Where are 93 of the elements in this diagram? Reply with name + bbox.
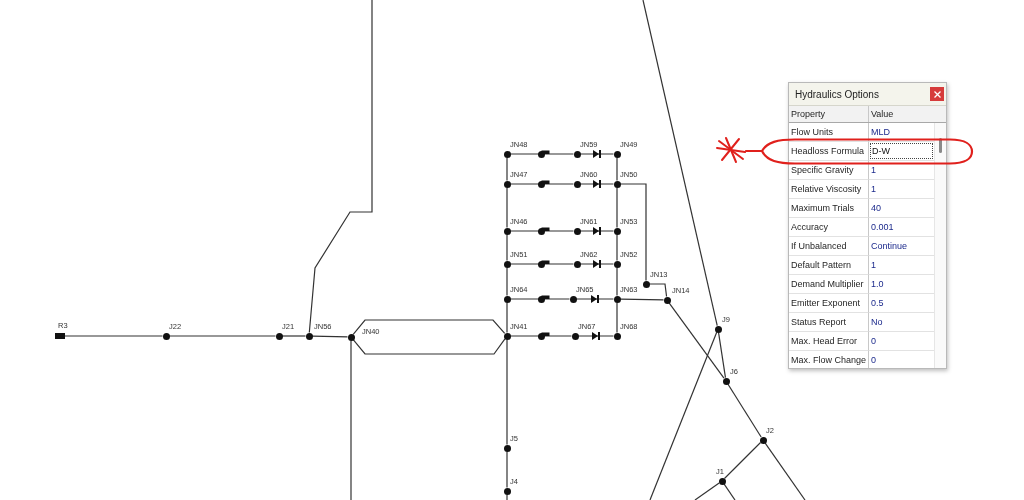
property-name: Emitter Exponent bbox=[789, 294, 869, 313]
pipe-line bbox=[668, 302, 725, 379]
junction-node bbox=[613, 150, 621, 158]
pipe-line bbox=[723, 441, 762, 480]
pipe-line bbox=[579, 153, 615, 155]
pipe-line bbox=[509, 335, 573, 337]
pipe-line bbox=[648, 283, 668, 298]
junction-node bbox=[503, 180, 511, 188]
dialog-title: Hydraulics Options bbox=[795, 88, 879, 100]
pipe-line bbox=[509, 298, 571, 300]
junction-node bbox=[613, 227, 621, 235]
junction-node bbox=[759, 436, 767, 444]
pipe-line bbox=[168, 335, 277, 337]
junction-node bbox=[275, 332, 283, 340]
pipe-line bbox=[506, 233, 508, 262]
junction-node bbox=[573, 150, 581, 158]
pipe-line bbox=[723, 483, 736, 500]
junction-node bbox=[569, 295, 577, 303]
property-name: Demand Multiplier bbox=[789, 275, 869, 294]
pipe-line bbox=[64, 335, 164, 337]
junction-node bbox=[663, 296, 671, 304]
input-field: D-W bbox=[870, 143, 933, 159]
pipe-line bbox=[616, 301, 618, 334]
pipe-line bbox=[506, 338, 508, 446]
property-name: Accuracy bbox=[789, 218, 869, 237]
pipe-line bbox=[506, 450, 508, 489]
property-name: Maximum Trials bbox=[789, 199, 869, 218]
pipe-line bbox=[311, 335, 349, 338]
junction-node bbox=[503, 332, 511, 340]
pipe-line bbox=[506, 266, 508, 297]
pipe-line bbox=[616, 266, 618, 297]
pipe-line bbox=[616, 233, 618, 262]
pipe-line bbox=[506, 493, 508, 500]
pipe-line bbox=[616, 186, 618, 229]
pipe-line bbox=[717, 331, 727, 379]
junction-node bbox=[503, 295, 511, 303]
pipe-line bbox=[575, 298, 615, 300]
pipe-line bbox=[619, 298, 665, 301]
pipe-line bbox=[509, 183, 575, 185]
pipe-line bbox=[642, 0, 718, 327]
junction-node bbox=[613, 332, 621, 340]
property-name: Headloss Formula bbox=[789, 142, 869, 161]
property-name: Status Report bbox=[789, 313, 869, 332]
reservoir-node bbox=[55, 333, 65, 339]
pipe-line bbox=[579, 263, 615, 265]
pipe-line bbox=[506, 301, 508, 334]
pipe-line bbox=[506, 186, 508, 229]
pipe-line bbox=[577, 335, 615, 337]
pipe-line bbox=[281, 335, 307, 337]
property-name: Flow Units bbox=[789, 123, 869, 142]
pipe-line bbox=[352, 319, 506, 335]
pipe-line bbox=[694, 482, 720, 500]
property-name: Specific Gravity bbox=[789, 161, 869, 180]
pipe-line bbox=[649, 331, 718, 500]
junction-node bbox=[573, 260, 581, 268]
junction-node bbox=[347, 333, 355, 341]
junction-node bbox=[573, 227, 581, 235]
pipe-line bbox=[350, 339, 352, 500]
column-header: Value bbox=[870, 108, 895, 121]
pipe-line bbox=[727, 383, 762, 438]
pipe-line bbox=[579, 183, 615, 185]
junction-node bbox=[305, 332, 313, 340]
column-header: Property bbox=[789, 106, 869, 122]
junction-node bbox=[613, 180, 621, 188]
junction-node bbox=[503, 260, 511, 268]
property-name: Max. Head Error bbox=[789, 332, 869, 351]
property-name: If Unbalanced bbox=[789, 237, 869, 256]
junction-node bbox=[718, 477, 726, 485]
property-name: Default Pattern bbox=[789, 256, 869, 275]
junction-node bbox=[613, 260, 621, 268]
junction-node bbox=[503, 227, 511, 235]
property-name: Max. Flow Change bbox=[789, 351, 869, 368]
pipe-line bbox=[619, 183, 647, 282]
junction-node bbox=[503, 150, 511, 158]
junction-node bbox=[503, 444, 511, 452]
pipe-line bbox=[509, 153, 575, 155]
junction-node bbox=[613, 295, 621, 303]
junction-node bbox=[642, 280, 650, 288]
pipe-line bbox=[764, 442, 806, 500]
pipe-line bbox=[308, 0, 373, 334]
junction-node bbox=[722, 377, 730, 385]
junction-node bbox=[714, 325, 722, 333]
pipe-line bbox=[509, 263, 575, 265]
junction-node bbox=[571, 332, 579, 340]
pipe-line bbox=[616, 156, 618, 182]
pipe-line bbox=[579, 230, 615, 232]
pipe-line bbox=[509, 230, 575, 232]
pipe-line bbox=[352, 338, 506, 355]
junction-node bbox=[503, 487, 511, 495]
junction-node bbox=[162, 332, 170, 340]
junction-node bbox=[573, 180, 581, 188]
property-name: Relative Viscosity bbox=[789, 180, 869, 199]
pipe-line bbox=[506, 156, 508, 182]
